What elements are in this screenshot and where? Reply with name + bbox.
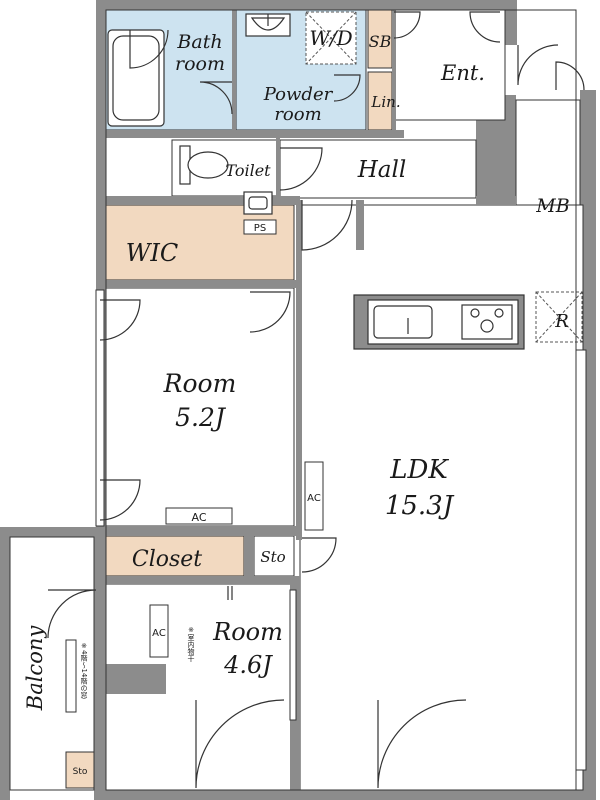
- entrance-label: Ent.: [440, 61, 485, 85]
- balcony-window-mark: [65, 639, 77, 713]
- linen-label: Lin.: [370, 93, 400, 111]
- door-swings: [47, 11, 585, 789]
- balcony-storage-box: [65, 751, 95, 789]
- balcony-label: Balcony: [23, 625, 47, 712]
- ps-label: PS: [254, 223, 266, 234]
- fridge-label: R: [554, 311, 569, 332]
- kitchen-sink: [373, 305, 433, 339]
- ac-ldk-label: AC: [307, 493, 321, 504]
- outline: [105, 9, 577, 791]
- bath-label: Bath: [176, 31, 222, 53]
- room-labels: Bath room W/D SB Ent. Powder room Lin. T…: [23, 26, 570, 777]
- kitchen-counter: [353, 294, 525, 350]
- room1-name: Room: [163, 369, 237, 398]
- bath-label-2: room: [175, 53, 225, 75]
- closet-label: Closet: [132, 547, 202, 572]
- bathtub: [107, 29, 165, 127]
- room1-floor: [105, 287, 295, 527]
- hand-basin: [243, 191, 273, 215]
- storage-floor: [253, 535, 295, 577]
- ldk-name: LDK: [389, 455, 449, 485]
- window-note-label: ※4階～14階の窓: [80, 642, 88, 699]
- cooktop: [461, 304, 513, 340]
- wic-label: WIC: [126, 239, 179, 267]
- balcony-storage-label: Sto: [73, 767, 88, 777]
- pipe-space: [243, 219, 277, 235]
- wd-label: W/D: [309, 26, 352, 50]
- room2-size: 4.6J: [223, 651, 273, 679]
- hall-label: Hall: [357, 157, 406, 183]
- wic-floor: [105, 204, 295, 281]
- washer-space: [305, 11, 357, 65]
- mb-label: MB: [535, 195, 569, 217]
- ac-unit-ldk: [304, 461, 324, 531]
- ac2-label: AC: [152, 628, 166, 639]
- powder-label-2: room: [274, 104, 321, 125]
- storage-label: Sto: [260, 548, 285, 566]
- ac1-label: AC: [191, 511, 206, 524]
- washbasin: [245, 13, 291, 37]
- ldk-size: 15.3J: [385, 491, 455, 521]
- fridge-space: [535, 291, 583, 343]
- toilet-fixture: [179, 145, 229, 185]
- room1-size: 5.2J: [175, 403, 227, 432]
- toilet-label: Toilet: [225, 161, 271, 180]
- powder-label: Powder: [263, 84, 334, 105]
- room2-name: Room: [212, 618, 283, 646]
- hall-floor: [279, 139, 477, 199]
- balcony-floor: [9, 536, 95, 791]
- sb-label: SB: [369, 32, 392, 51]
- indoor-drying-label: ※室内物干: [187, 626, 195, 663]
- ac-unit-room2: [149, 604, 169, 658]
- mb-floor: [515, 99, 581, 226]
- ac-unit-room1: [165, 507, 233, 525]
